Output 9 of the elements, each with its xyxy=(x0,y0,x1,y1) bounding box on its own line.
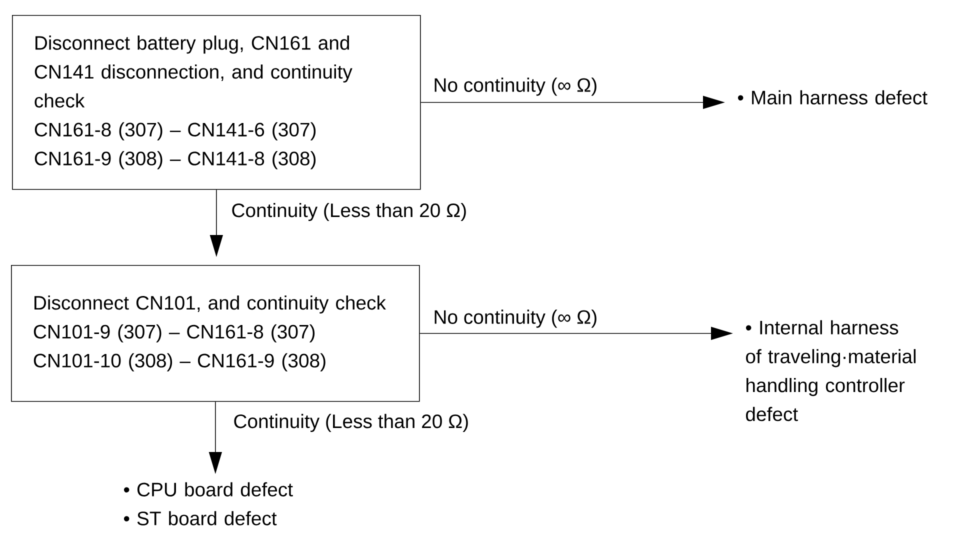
edge-label: Continuity (Less than 20 Ω) xyxy=(230,202,468,222)
result-text: • Main harness defect xyxy=(738,90,928,104)
process-box: Disconnect battery plug, CN161 and CN141 disconnection, and continuity check CN161-8 (307) – CN141-6 (307) CN161-9 (308) – CN141-8 (308) xyxy=(12,15,421,190)
result-list: • CPU board defect • ST board defect xyxy=(124,482,293,526)
result-text: • Internal harness of traveling·material handling controller defect xyxy=(746,320,916,422)
edge-label: No continuity (∞ Ω) xyxy=(432,308,599,329)
process-box: Disconnect CN101, and continuity check CN101-9 (307) – CN161-8 (307) CN101-10 (308) – CN161-9 (308) xyxy=(11,265,420,402)
edge-label: No continuity (∞ Ω) xyxy=(432,76,599,97)
edge-label: Continuity (Less than 20 Ω) xyxy=(232,412,470,434)
